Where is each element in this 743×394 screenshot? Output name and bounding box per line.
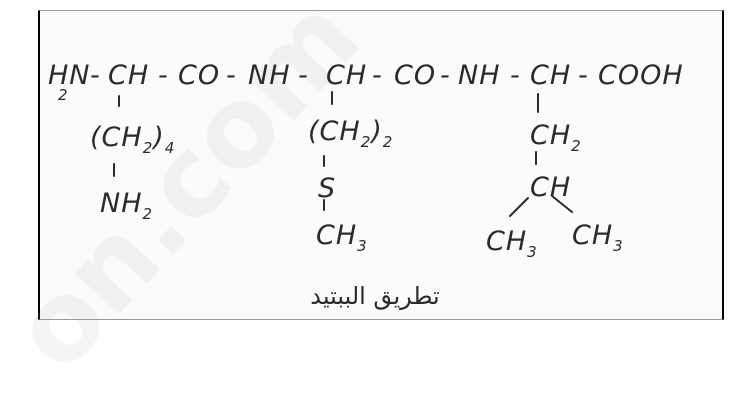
- n-terminus: HN: [48, 60, 91, 91]
- alpha-carbon-3: CH: [530, 60, 572, 91]
- handwritten-panel: [38, 10, 724, 320]
- figure-frame: on.com HN 2 - CH - CO - NH - CH - CO - N…: [38, 10, 724, 320]
- bond-ch-left-methyl: [509, 197, 529, 217]
- carboxyl-terminus: COOH: [598, 60, 684, 91]
- side-chain-1-amine: NH2: [100, 188, 154, 223]
- bond-dash: -: [158, 60, 169, 91]
- side-chain-3-methylene: CH2: [530, 120, 582, 155]
- side-chain-3-methyl-right: CH3: [572, 220, 624, 255]
- side-chain-2-methyl: CH3: [316, 220, 368, 255]
- side-chain-1-methylene: (CH2)4: [90, 122, 176, 157]
- side-chain-3-methyl-left: CH3: [486, 226, 538, 261]
- bond-dash: -: [298, 60, 309, 91]
- bond-ch-right-methyl: [551, 195, 573, 213]
- amide-nh-1: NH: [248, 60, 291, 91]
- bond-dash: -: [440, 60, 451, 91]
- alpha-carbon-2: CH: [326, 60, 368, 91]
- carbonyl-1: CO: [178, 60, 221, 91]
- bond-dash: -: [226, 60, 237, 91]
- bond-dash: -: [510, 60, 521, 91]
- side-chain-3-methine: CH: [530, 172, 572, 203]
- carbonyl-2: CO: [394, 60, 437, 91]
- bond-dash: -: [372, 60, 383, 91]
- bond-dash: -: [578, 60, 589, 91]
- caption: تطريق الببتيد: [310, 282, 440, 310]
- n-terminus-subscript: 2: [58, 86, 69, 104]
- bond-dash: -: [90, 60, 101, 91]
- alpha-carbon-1: CH: [108, 60, 150, 91]
- bond-lines: [113, 91, 573, 217]
- side-chain-2-sulfur: S: [318, 173, 337, 204]
- side-chain-2-methylene: (CH2)2: [308, 116, 394, 151]
- amide-nh-2: NH: [458, 60, 501, 91]
